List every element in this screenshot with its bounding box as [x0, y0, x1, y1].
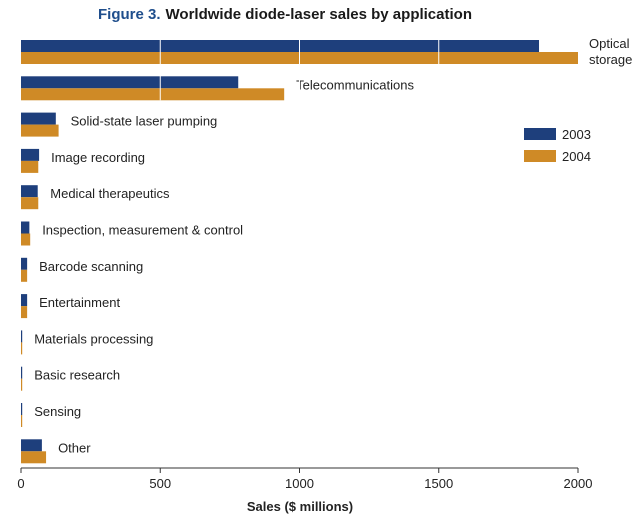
bar-2003-4	[21, 185, 38, 198]
bar-2004-7	[21, 306, 28, 319]
category-label: Basic research	[34, 368, 120, 383]
bar-2003-7	[21, 294, 28, 307]
category-label: Barcode scanning	[39, 259, 143, 274]
bar-2003-10	[21, 403, 23, 415]
gridlines	[159, 40, 440, 101]
bars	[21, 40, 578, 464]
x-tick-label: 500	[149, 476, 171, 491]
category-label: Image recording	[51, 150, 145, 165]
bar-2004-2	[21, 124, 59, 137]
x-axis-title: Sales ($ millions)	[247, 499, 353, 514]
legend-swatch-2004	[524, 150, 556, 162]
category-label: Other	[58, 440, 91, 455]
bar-2003-9	[21, 366, 23, 379]
x-tick-label: 1500	[424, 476, 453, 491]
category-label: Telecommunications	[296, 77, 414, 92]
bar-2004-4	[21, 197, 39, 210]
category-label: Solid-state laser pumping	[71, 114, 218, 129]
bar-2004-6	[21, 269, 28, 282]
legend: 2003 2004	[524, 127, 591, 164]
bar-2003-5	[21, 221, 30, 234]
category-label: Materials processing	[34, 331, 153, 346]
legend-label-2004: 2004	[562, 149, 591, 164]
figure-label: Figure 3.	[98, 6, 161, 23]
bar-2003-0	[21, 40, 540, 52]
bar-2004-1	[21, 88, 285, 101]
x-tick-label: 0	[17, 476, 24, 491]
x-axis: 0 500 1000 1500 2000	[17, 467, 593, 491]
category-label: Sensing	[34, 404, 81, 419]
category-label: Medical therapeutics	[50, 186, 170, 201]
bar-2004-11	[21, 451, 47, 464]
legend-label-2003: 2003	[562, 127, 591, 142]
bar-2003-6	[21, 257, 28, 270]
bar-2004-10	[21, 415, 23, 427]
bar-2003-2	[21, 112, 56, 125]
category-label-line: storage	[589, 52, 632, 67]
category-label: Entertainment	[39, 295, 120, 310]
bar-2004-9	[21, 378, 23, 391]
bar-2003-11	[21, 439, 42, 452]
chart-title-text: Worldwide diode-laser sales by applicati…	[166, 6, 472, 23]
legend-swatch-2003	[524, 128, 556, 140]
category-label: Inspection, measurement & control	[42, 223, 243, 238]
x-tick-label: 2000	[564, 476, 593, 491]
bar-2003-8	[21, 330, 23, 343]
bar-2003-1	[21, 76, 239, 89]
category-label-line: Optical	[589, 36, 630, 51]
bar-2004-8	[21, 342, 23, 355]
x-tick-label: 1000	[285, 476, 314, 491]
bar-2004-3	[21, 160, 39, 173]
bar-2003-3	[21, 148, 40, 161]
chart-title: Figure 3. Worldwide diode-laser sales by …	[98, 6, 472, 23]
bar-2004-5	[21, 233, 31, 246]
